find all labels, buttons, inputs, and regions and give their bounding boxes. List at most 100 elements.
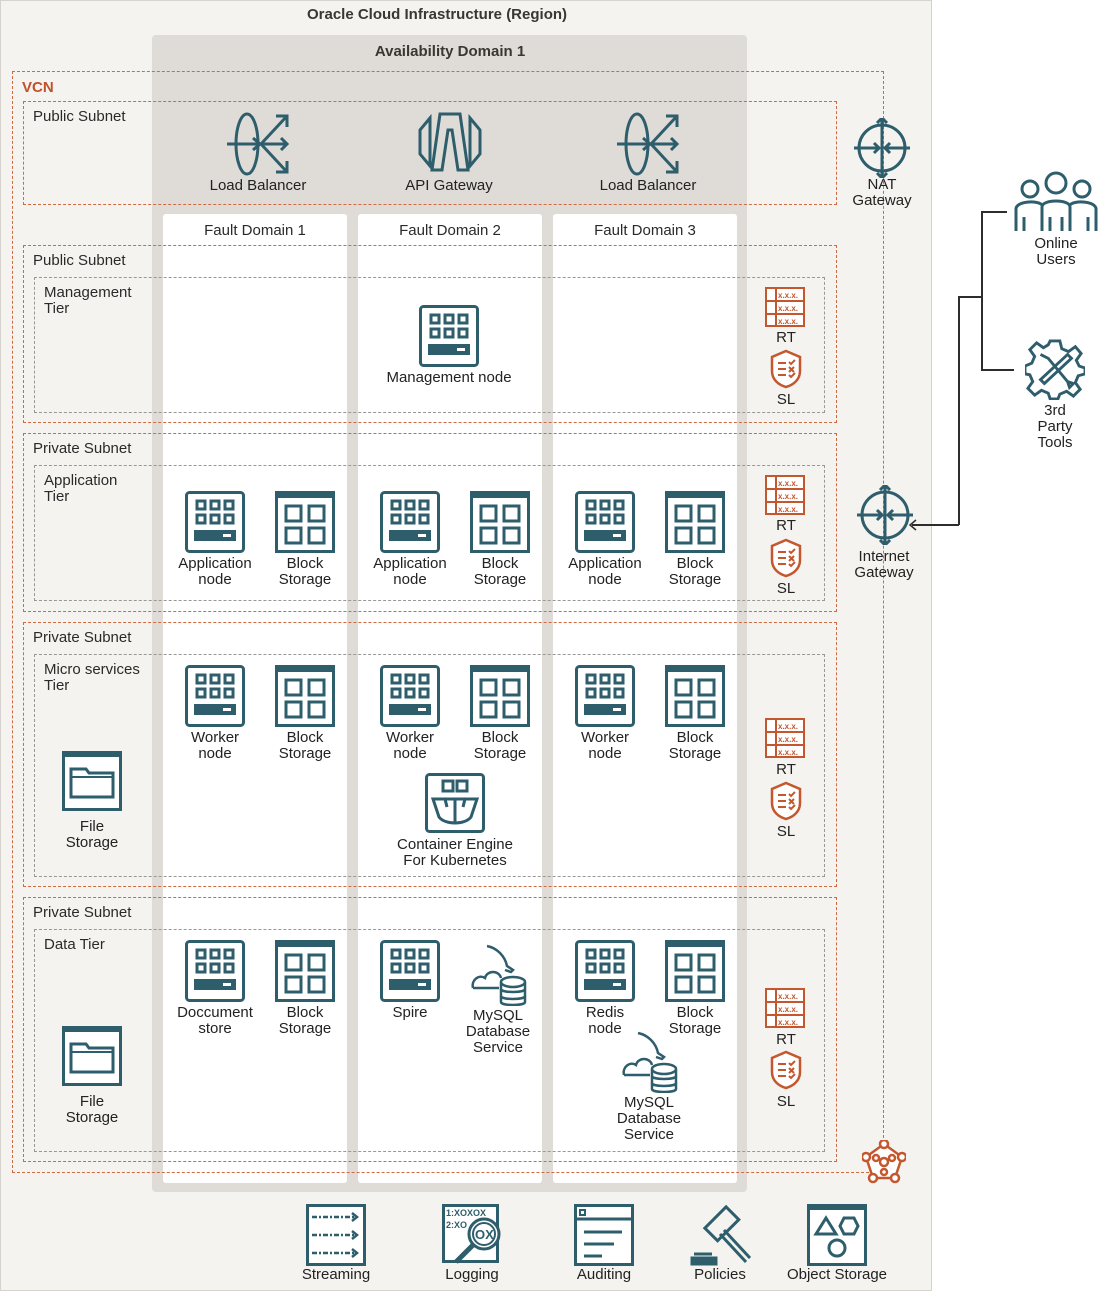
worker-node-label: Worker node — [580, 729, 630, 762]
file-storage-icon[interactable] — [62, 751, 122, 811]
region-title: Oracle Cloud Infrastructure (Region) — [306, 6, 568, 23]
application-node-label: Application node — [373, 555, 447, 588]
subnet-label: Public Subnet — [33, 252, 126, 269]
object-storage-icon[interactable] — [807, 1204, 867, 1266]
application-node-label: Application node — [178, 555, 252, 588]
kubernetes-engine-label: Container Engine For Kubernetes — [397, 836, 513, 869]
document-store-label: Doccument store — [177, 1004, 253, 1037]
auditing-icon[interactable] — [574, 1204, 634, 1266]
route-table-icon[interactable] — [765, 988, 805, 1028]
kubernetes-engine-icon[interactable] — [425, 773, 485, 833]
block-storage-icon[interactable] — [275, 940, 335, 1002]
online-users-label: Online Users — [1034, 235, 1078, 268]
vcn-label: VCN — [22, 79, 54, 96]
availability-domain-title: Availability Domain 1 — [374, 43, 526, 60]
management-node-label: Management node — [386, 369, 512, 386]
api-gateway-label: API Gateway — [405, 177, 493, 194]
file-storage-icon[interactable] — [62, 1026, 122, 1086]
management-tier — [34, 277, 825, 413]
mysql-database-icon[interactable] — [471, 944, 527, 1006]
logging-icon[interactable]: 1:XOXOX 2:XO OX — [442, 1204, 504, 1266]
data-tier — [34, 929, 825, 1152]
redis-node-icon[interactable] — [575, 940, 635, 1002]
online-users-icon — [1014, 171, 1098, 233]
streaming-label: Streaming — [301, 1266, 371, 1283]
block-storage-label: Block Storage — [278, 1004, 332, 1037]
policies-icon[interactable] — [690, 1204, 752, 1266]
worker-node-icon[interactable] — [185, 665, 245, 727]
svg-text:1:XOXOX: 1:XOXOX — [446, 1208, 486, 1218]
block-storage-label: Block Storage — [278, 555, 332, 588]
security-list-label: SL — [776, 823, 796, 840]
management-node-icon[interactable] — [419, 305, 479, 367]
block-storage-icon[interactable] — [665, 665, 725, 727]
fault-domain-title: Fault Domain 1 — [204, 222, 306, 239]
private-subnet-app — [23, 433, 837, 612]
route-table-label: RT — [776, 517, 796, 534]
tier-label: Micro services Tier — [44, 661, 140, 694]
internet-gateway-label: Internet Gateway — [854, 548, 914, 581]
streaming-icon[interactable] — [306, 1204, 366, 1266]
spire-icon[interactable] — [380, 940, 440, 1002]
load-balancer-label: Load Balancer — [599, 177, 697, 194]
application-node-icon[interactable] — [380, 491, 440, 553]
tier-label: Data Tier — [44, 936, 105, 953]
block-storage-icon[interactable] — [470, 491, 530, 553]
svg-text:OX: OX — [475, 1227, 494, 1242]
worker-node-icon[interactable] — [380, 665, 440, 727]
security-list-icon[interactable] — [770, 781, 802, 821]
security-list-icon[interactable] — [770, 538, 802, 578]
load-balancer-icon[interactable] — [227, 112, 291, 176]
nat-gateway-icon[interactable] — [852, 118, 912, 178]
block-storage-label: Block Storage — [473, 729, 527, 762]
redis-node-label: Redis node — [585, 1004, 625, 1037]
block-storage-icon[interactable] — [470, 665, 530, 727]
block-storage-label: Block Storage — [278, 729, 332, 762]
application-node-icon[interactable] — [575, 491, 635, 553]
private-subnet-micro — [23, 622, 837, 887]
block-storage-label: Block Storage — [668, 555, 722, 588]
load-balancer-icon[interactable] — [617, 112, 681, 176]
private-subnet-data — [23, 897, 837, 1162]
auditing-label: Auditing — [576, 1266, 632, 1283]
security-list-icon[interactable] — [770, 1050, 802, 1090]
document-store-icon[interactable] — [185, 940, 245, 1002]
worker-node-icon[interactable] — [575, 665, 635, 727]
route-table-label: RT — [776, 329, 796, 346]
worker-node-label: Worker node — [385, 729, 435, 762]
svg-text:2:XO: 2:XO — [446, 1220, 467, 1230]
route-table-icon[interactable] — [765, 718, 805, 758]
block-storage-icon[interactable] — [275, 665, 335, 727]
block-storage-label: Block Storage — [668, 1004, 722, 1037]
service-gateway-icon[interactable] — [862, 1140, 906, 1184]
api-gateway-icon[interactable] — [418, 110, 482, 174]
third-party-tools-label: 3rd Party Tools — [1037, 402, 1073, 451]
subnet-label: Private Subnet — [33, 904, 132, 921]
block-storage-icon[interactable] — [665, 491, 725, 553]
route-table-icon[interactable] — [765, 475, 805, 515]
security-list-label: SL — [776, 1093, 796, 1110]
internet-gateway-icon[interactable] — [855, 485, 915, 545]
security-list-label: SL — [776, 391, 796, 408]
application-tier — [34, 465, 825, 601]
security-list-icon[interactable] — [770, 349, 802, 389]
subnet-label: Public Subnet — [33, 108, 126, 125]
block-storage-label: Block Storage — [473, 555, 527, 588]
worker-node-label: Worker node — [190, 729, 240, 762]
application-node-icon[interactable] — [185, 491, 245, 553]
public-subnet-lb — [23, 101, 837, 205]
route-table-icon[interactable] — [765, 287, 805, 327]
policies-label: Policies — [694, 1266, 746, 1283]
mysql-database-icon[interactable] — [622, 1031, 678, 1093]
mysql-database-label: MySQL Database Service — [616, 1094, 682, 1143]
block-storage-icon[interactable] — [275, 491, 335, 553]
block-storage-icon[interactable] — [665, 940, 725, 1002]
micro-services-tier — [34, 654, 825, 877]
arrow-head-icon — [908, 519, 917, 531]
application-node-label: Application node — [568, 555, 642, 588]
mysql-database-label: MySQL Database Service — [465, 1007, 531, 1056]
public-subnet-management — [23, 245, 837, 423]
subnet-label: Private Subnet — [33, 629, 132, 646]
tier-label: Application Tier — [44, 472, 118, 505]
object-storage-label: Object Storage — [786, 1266, 888, 1283]
